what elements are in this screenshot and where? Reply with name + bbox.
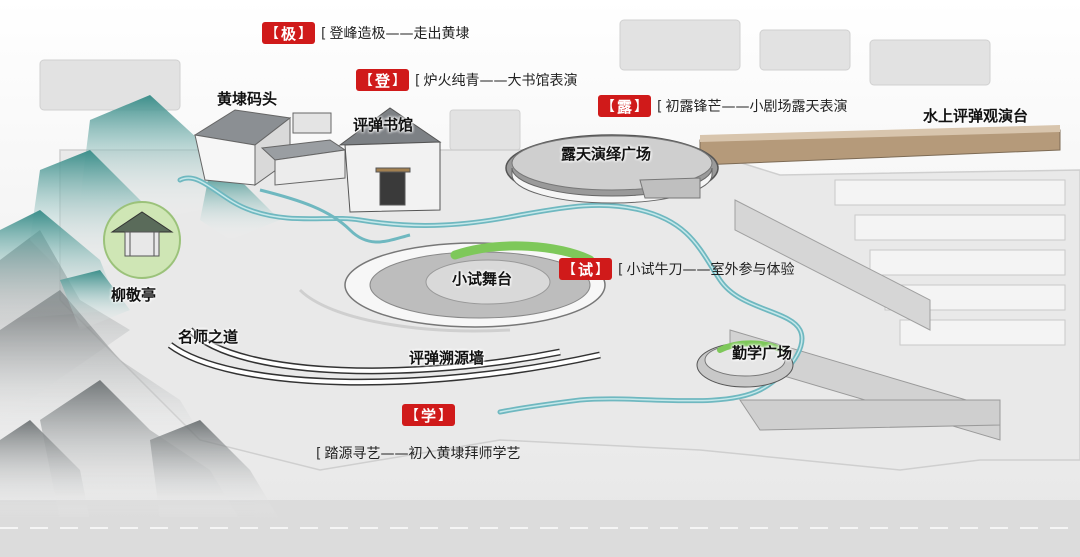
stage-description: [小试牛刀——室外参与体验 xyxy=(618,262,795,278)
stage-callout-xue: 【学】 xyxy=(402,404,456,426)
stage-badge: 【登】 xyxy=(356,69,410,91)
stage-description: [登峰造极——走出黄埭 xyxy=(321,26,470,42)
label-study-square: 勤学广场 xyxy=(732,344,793,362)
stage-callout-shi: 【试】 [小试牛刀——室外参与体验 xyxy=(559,258,794,280)
label-pingtan-library: 评弹书馆 xyxy=(353,116,414,134)
label-open-air-plaza: 露天演绎广场 xyxy=(561,145,652,163)
stage-badge: 【试】 xyxy=(559,258,613,280)
stage-description: [初露锋芒——小剧场露天表演 xyxy=(657,99,848,115)
stage-description: [踏源寻艺——初入黄埭拜师学艺 xyxy=(316,446,521,462)
label-trial-stage: 小试舞台 xyxy=(452,270,513,288)
stage-badge: 【露】 xyxy=(598,95,652,117)
stage-badge: 【学】 xyxy=(402,404,456,426)
label-masters-path: 名师之道 xyxy=(178,328,239,346)
stage-description-xue: [踏源寻艺——初入黄埭拜师学艺 xyxy=(316,443,520,463)
stage-description: [炉火纯青——大书馆表演 xyxy=(415,73,578,89)
label-huangdai-pier: 黄埭码头 xyxy=(217,90,278,108)
label-liujingting-pavilion: 柳敬亭 xyxy=(111,286,157,304)
label-origin-wall: 评弹溯源墙 xyxy=(409,349,485,367)
stage-callout-lu: 【露】 [初露锋芒——小剧场露天表演 xyxy=(598,95,847,117)
stage-badge: 【极】 xyxy=(262,22,316,44)
stage-callout-ji: 【极】 [登峰造极——走出黄埭 xyxy=(262,22,469,44)
stage-callout-deng: 【登】 [炉火纯青——大书馆表演 xyxy=(356,69,577,91)
label-water-viewing-stage: 水上评弹观演台 xyxy=(923,107,1029,125)
